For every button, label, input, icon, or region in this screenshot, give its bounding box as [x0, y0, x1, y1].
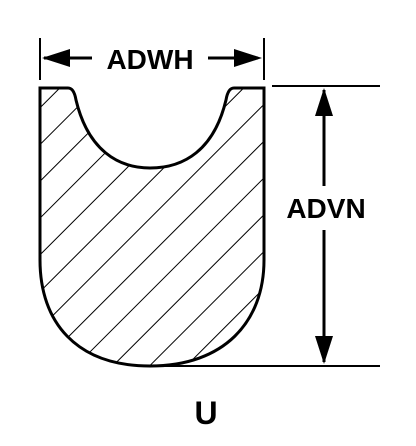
- u-shape-section: [38, 86, 266, 368]
- width-dimension: ADWH: [39, 38, 265, 80]
- height-dimension: ADVN: [150, 85, 380, 367]
- height-label: ADVN: [286, 193, 365, 224]
- width-arrow-right: [234, 49, 262, 67]
- width-arrow-left: [42, 49, 70, 67]
- height-arrow-bottom: [315, 336, 333, 364]
- shape-label: U: [194, 395, 217, 431]
- height-arrow-top: [315, 88, 333, 116]
- width-label: ADWH: [106, 44, 193, 75]
